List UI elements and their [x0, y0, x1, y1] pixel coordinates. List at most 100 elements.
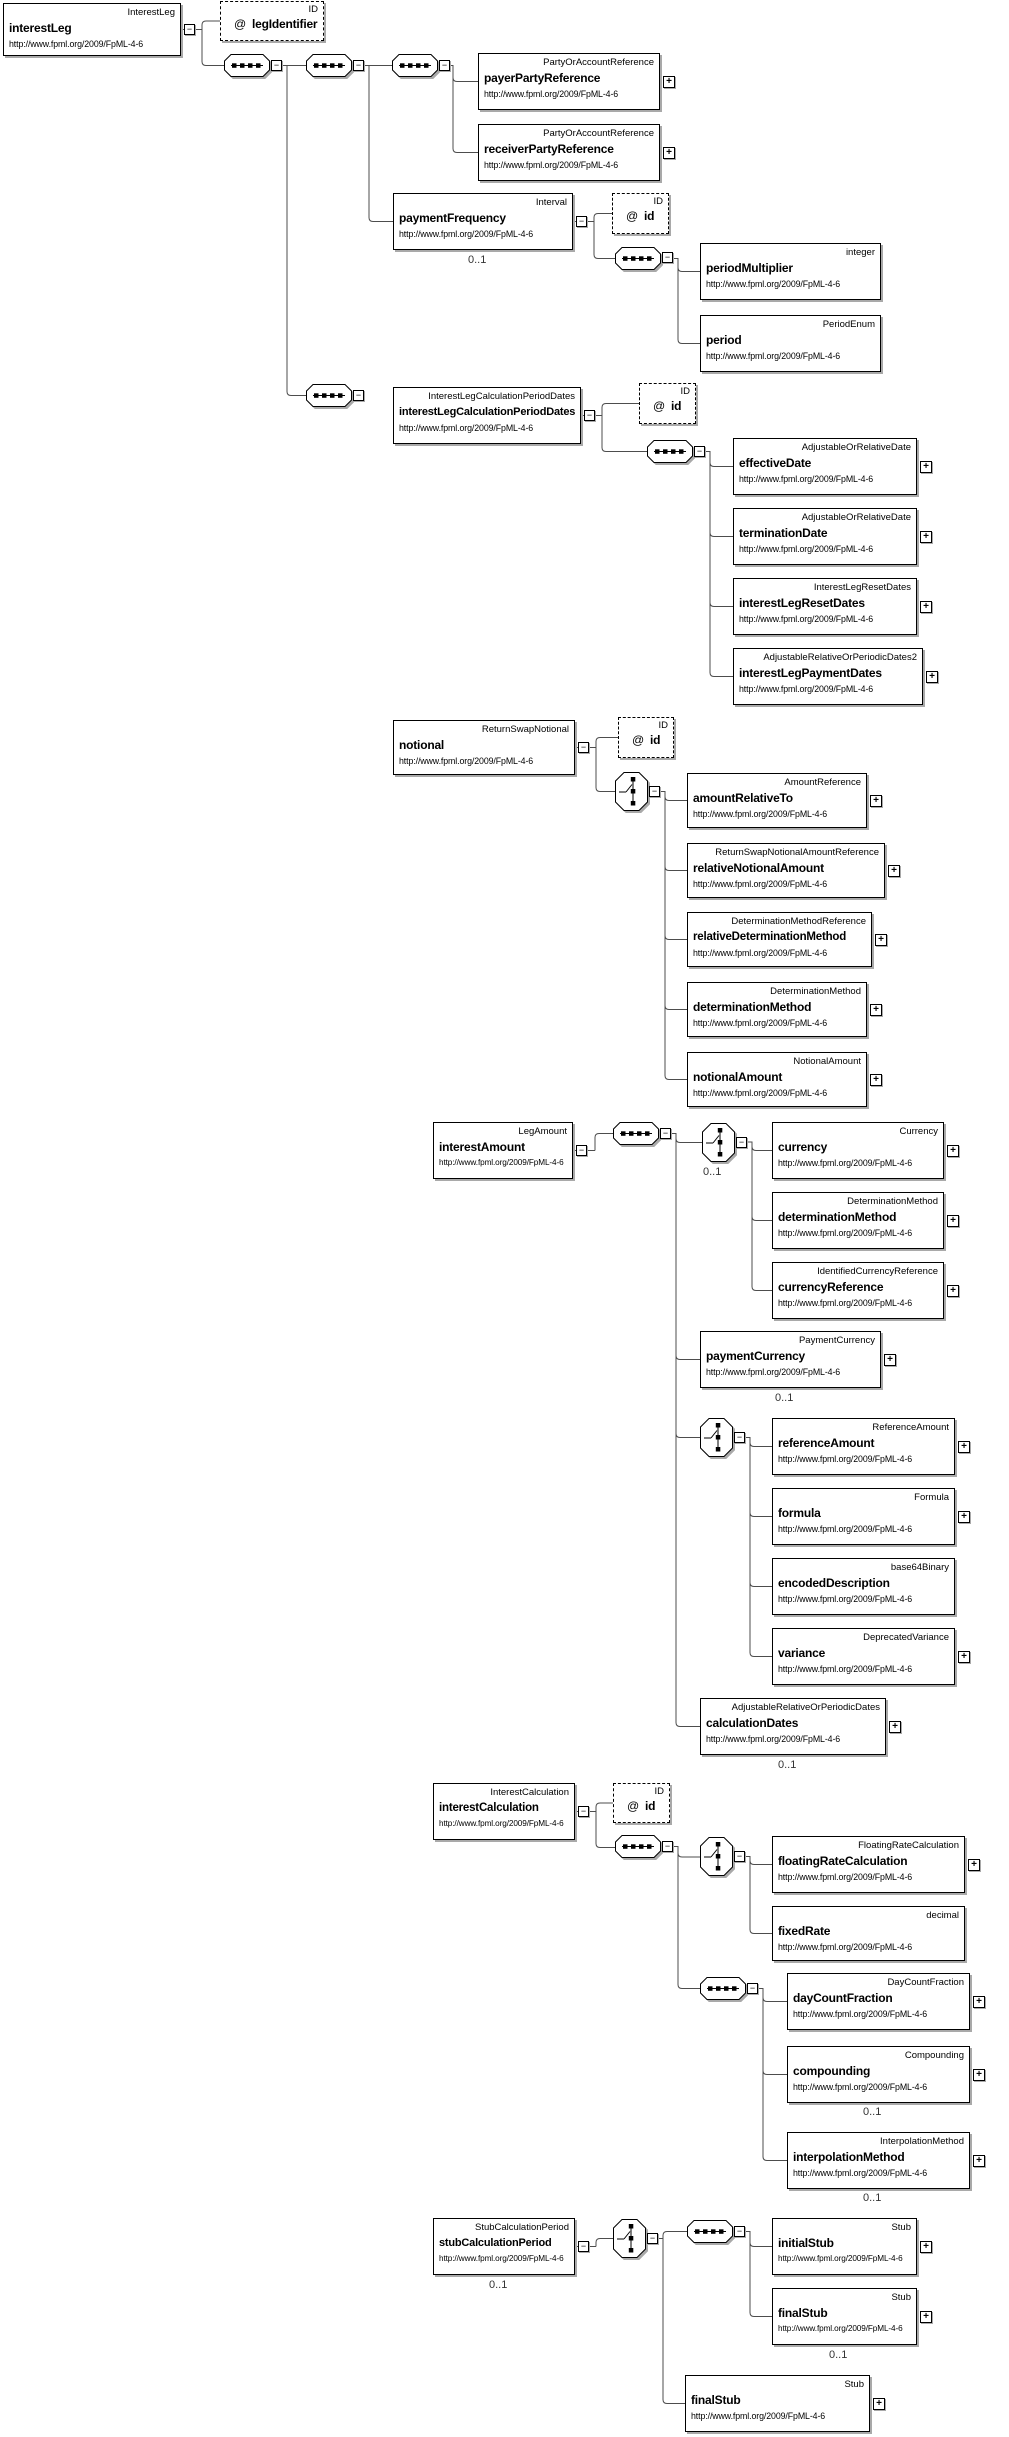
collapse-button[interactable]: − — [439, 60, 450, 71]
cardinality-label: 0..1 — [775, 1392, 794, 1404]
collapse-button-paymentFrequency[interactable]: − — [576, 216, 587, 227]
expand-button-determinationMethod[interactable]: + — [947, 1215, 959, 1227]
element-name: interestLegPaymentDates — [739, 666, 882, 680]
expand-button-relativeDeterminationMethod[interactable]: + — [875, 934, 887, 946]
type-label: Stub — [891, 2222, 911, 2233]
collapse-button[interactable]: − — [662, 1841, 673, 1852]
collapse-button-stubCalculationPeriod[interactable]: − — [578, 2241, 589, 2252]
choice-icon — [700, 1837, 733, 1876]
expand-button-variance[interactable]: + — [958, 1651, 970, 1663]
type-label: Formula — [914, 1492, 949, 1503]
type-label: AmountReference — [784, 777, 861, 788]
element-box-amountRelativeTo: AmountReference amountRelativeTo http://… — [687, 773, 867, 828]
collapse-button[interactable]: − — [734, 1851, 745, 1862]
type-label: PartyOrAccountReference — [543, 57, 654, 68]
element-box-interestLeg: InterestLeg interestLeg http://www.fpml.… — [3, 3, 181, 56]
namespace-label: http://www.fpml.org/2009/FpML-4-6 — [739, 684, 874, 694]
collapse-button[interactable]: − — [694, 446, 705, 457]
collapse-button[interactable]: − — [353, 60, 364, 71]
element-name: finalStub — [691, 2393, 741, 2407]
collapse-button[interactable]: − — [649, 786, 660, 797]
expand-button-interestLegResetDates[interactable]: + — [920, 601, 932, 613]
expand-button-notionalAmount[interactable]: + — [870, 1074, 882, 1086]
element-name: terminationDate — [739, 526, 828, 540]
sequence-icon — [615, 247, 661, 270]
expand-button-dayCountFraction[interactable]: + — [973, 1996, 985, 2008]
expand-button-paymentCurrency[interactable]: + — [884, 1354, 896, 1366]
type-label: Compounding — [904, 2050, 964, 2061]
expand-button-finalStub[interactable]: + — [920, 2311, 932, 2323]
type-label: Interval — [535, 197, 567, 208]
element-name: paymentCurrency — [706, 1349, 806, 1363]
expand-button-payerPartyReference[interactable]: + — [663, 76, 675, 88]
expand-button-finalStub[interactable]: + — [873, 2398, 885, 2410]
expand-button-effectiveDate[interactable]: + — [920, 461, 932, 473]
expand-button-amountRelativeTo[interactable]: + — [870, 795, 882, 807]
collapse-button[interactable]: − — [747, 1983, 758, 1994]
element-box-interestLegResetDates: InterestLegResetDates interestLegResetDa… — [733, 578, 917, 635]
expand-button-interpolationMethod[interactable]: + — [973, 2155, 985, 2167]
namespace-label: http://www.fpml.org/2009/FpML-4-6 — [693, 1088, 828, 1098]
type-label: InterestCalculation — [490, 1787, 569, 1798]
expand-button-referenceAmount[interactable]: + — [958, 1441, 970, 1453]
collapse-button[interactable]: − — [734, 2226, 745, 2237]
element-name: period — [706, 333, 742, 347]
attribute-box-id: ID @id — [613, 1783, 670, 1823]
namespace-label: http://www.fpml.org/2009/FpML-4-6 — [739, 544, 874, 554]
at-sign-icon: @ — [632, 733, 644, 747]
element-box-calculationDates: AdjustableRelativeOrPeriodicDates calcul… — [700, 1698, 886, 1755]
element-box-fixedRate: decimal fixedRate http://www.fpml.org/20… — [772, 1906, 965, 1961]
attribute-name-text: id — [643, 209, 655, 223]
expand-button-interestLegPaymentDates[interactable]: + — [926, 671, 938, 683]
collapse-button-interestAmount[interactable]: − — [576, 1145, 587, 1156]
collapse-button[interactable]: − — [353, 390, 364, 401]
namespace-label: http://www.fpml.org/2009/FpML-4-6 — [778, 1454, 913, 1464]
collapse-button[interactable]: − — [662, 252, 673, 263]
type-label: PeriodEnum — [822, 319, 875, 330]
at-sign-icon: @ — [627, 1799, 639, 1813]
collapse-button-interestLeg[interactable]: − — [184, 24, 195, 35]
namespace-label: http://www.fpml.org/2009/FpML-4-6 — [439, 1819, 564, 1828]
at-sign-icon: @ — [234, 17, 246, 31]
type-label: FloatingRateCalculation — [858, 1840, 959, 1851]
collapse-button[interactable]: − — [271, 60, 282, 71]
element-box-receiverPartyReference: PartyOrAccountReference receiverPartyRef… — [478, 124, 660, 181]
expand-button-calculationDates[interactable]: + — [889, 1721, 901, 1733]
choice-icon — [700, 1418, 733, 1457]
expand-button-formula[interactable]: + — [958, 1511, 970, 1523]
element-name: payerPartyReference — [484, 71, 601, 85]
element-box-notional: ReturnSwapNotional notional http://www.f… — [393, 720, 575, 775]
sequence-icon — [224, 54, 270, 77]
collapse-button-interestLegCalculationPeriodDates[interactable]: − — [584, 410, 595, 421]
expand-button-terminationDate[interactable]: + — [920, 531, 932, 543]
type-label: Currency — [899, 1126, 938, 1137]
collapse-button-interestCalculation[interactable]: − — [578, 1806, 589, 1817]
namespace-label: http://www.fpml.org/2009/FpML-4-6 — [693, 879, 828, 889]
type-label: DeterminationMethod — [847, 1196, 938, 1207]
collapse-button[interactable]: − — [647, 2233, 658, 2244]
element-box-referenceAmount: ReferenceAmount referenceAmount http://w… — [772, 1418, 955, 1475]
type-label: DeterminationMethodReference — [731, 916, 866, 927]
choice-icon — [613, 2219, 646, 2258]
expand-button-relativeNotionalAmount[interactable]: + — [888, 865, 900, 877]
collapse-button[interactable]: − — [660, 1128, 671, 1139]
expand-button-determinationMethod[interactable]: + — [870, 1004, 882, 1016]
namespace-label: http://www.fpml.org/2009/FpML-4-6 — [739, 614, 874, 624]
element-name: calculationDates — [706, 1716, 799, 1730]
sequence-icon — [613, 1122, 659, 1145]
type-label: InterestLeg — [127, 7, 175, 18]
element-box-periodMultiplier: integer periodMultiplier http://www.fpml… — [700, 243, 881, 300]
expand-button-currencyReference[interactable]: + — [947, 1285, 959, 1297]
expand-button-floatingRateCalculation[interactable]: + — [968, 1859, 980, 1871]
namespace-label: http://www.fpml.org/2009/FpML-4-6 — [793, 2009, 928, 2019]
collapse-button-notional[interactable]: − — [578, 742, 589, 753]
namespace-label: http://www.fpml.org/2009/FpML-4-6 — [778, 1942, 913, 1952]
expand-button-initialStub[interactable]: + — [920, 2241, 932, 2253]
element-box-floatingRateCalculation: FloatingRateCalculation floatingRateCalc… — [772, 1836, 965, 1893]
expand-button-receiverPartyReference[interactable]: + — [663, 147, 675, 159]
expand-button-currency[interactable]: + — [947, 1145, 959, 1157]
collapse-button[interactable]: − — [734, 1432, 745, 1443]
namespace-label: http://www.fpml.org/2009/FpML-4-6 — [706, 1734, 841, 1744]
collapse-button[interactable]: − — [736, 1137, 747, 1148]
expand-button-compounding[interactable]: + — [973, 2069, 985, 2081]
